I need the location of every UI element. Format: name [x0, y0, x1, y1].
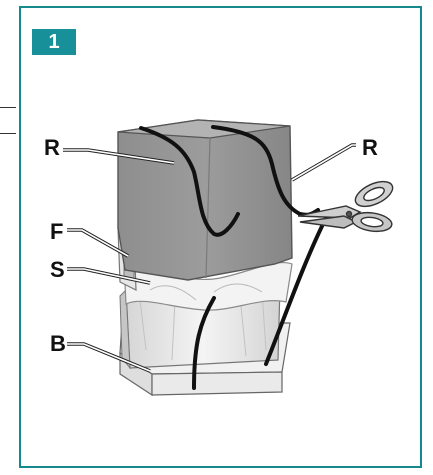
margin-tick-mark — [0, 107, 16, 108]
callout-label-f: F — [50, 219, 64, 244]
cardboard-cover — [117, 119, 293, 281]
callout-label-r-left: R — [44, 135, 60, 160]
figure-number-badge: 1 — [32, 29, 76, 55]
callout-label-r-right: R — [362, 135, 378, 160]
margin-tick-mark — [0, 133, 16, 134]
callout-label-s: S — [50, 257, 65, 282]
callout-leaders — [63, 143, 356, 373]
callout-label-b: B — [50, 331, 66, 356]
scissors-icon — [297, 180, 394, 233]
foil-band — [123, 261, 293, 311]
